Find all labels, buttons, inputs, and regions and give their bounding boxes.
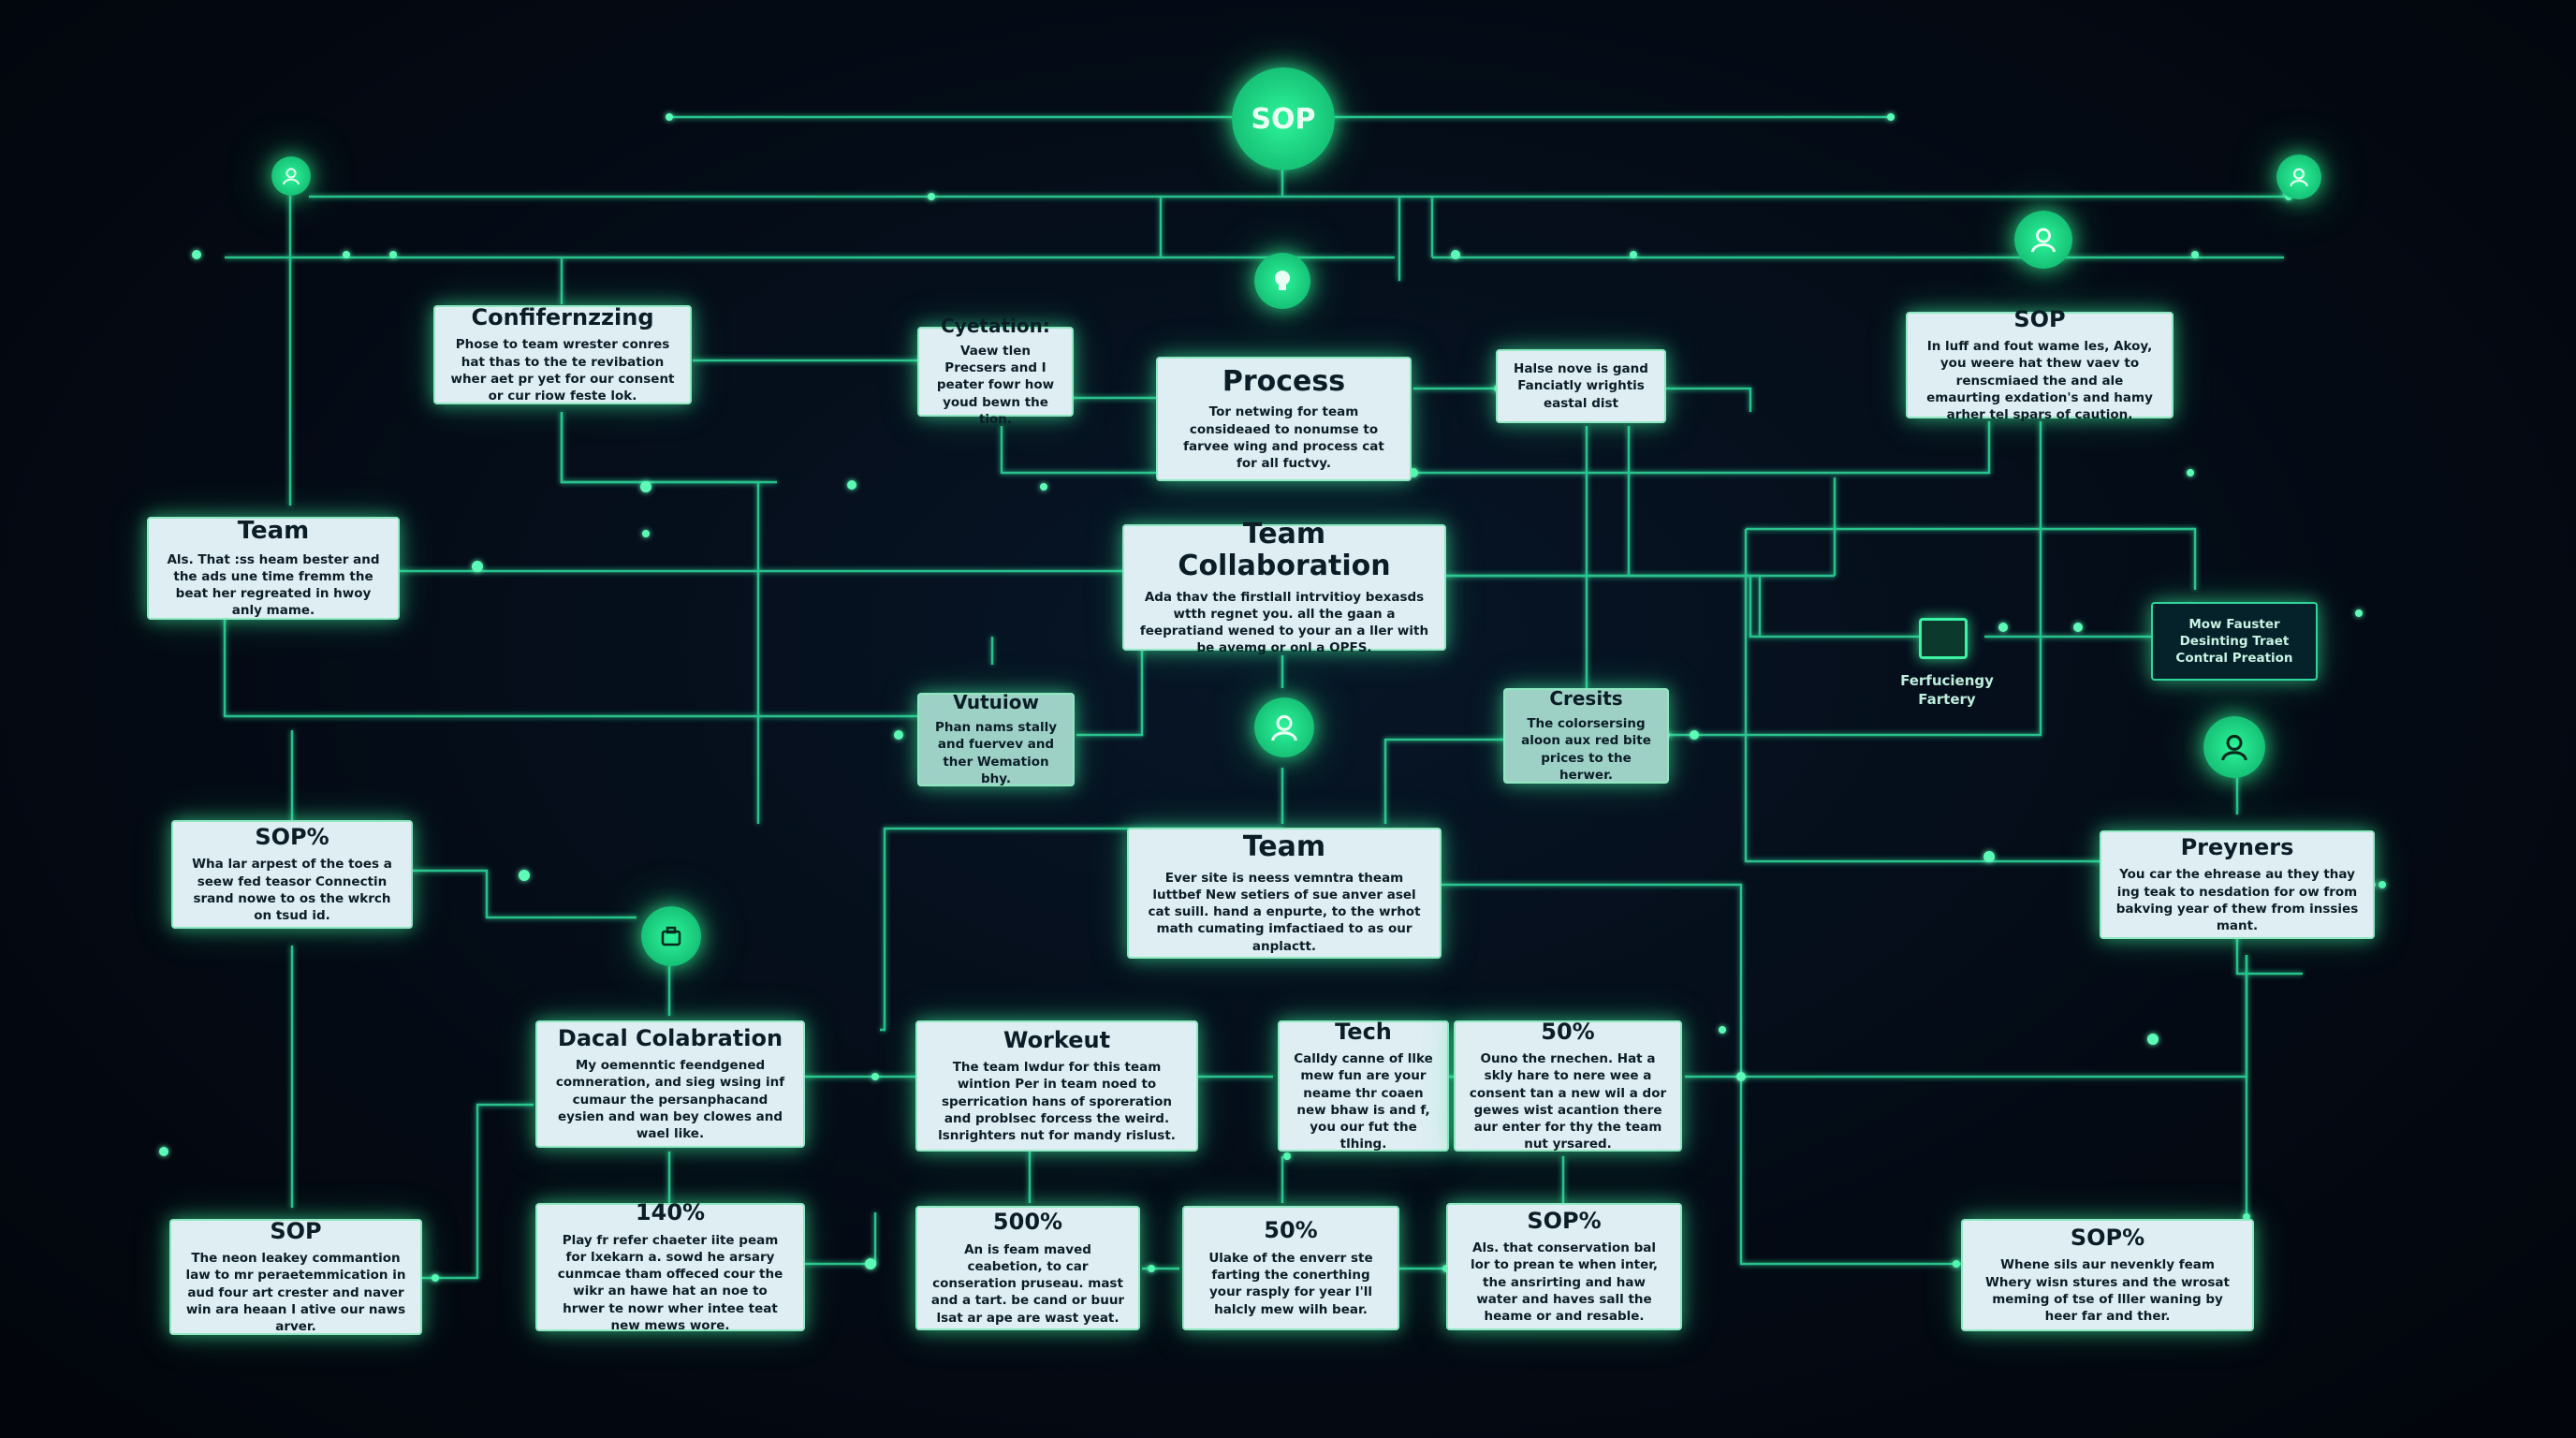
node-title: Process [1222,364,1346,398]
node-title: SOP% [1527,1207,1602,1234]
cyetation-node[interactable]: Cyetation: Vaew tlen Precsers and I peat… [917,315,1074,427]
node-title: SOP% [2070,1224,2145,1251]
node-title: SOP% [255,823,329,850]
node-description: My oemenntic feendgened comneration, and… [555,1058,785,1142]
node-title: 500% [992,1209,1063,1236]
node-title: Tech [1335,1018,1392,1045]
node-description: The colorsersing aloon aux red bite pric… [1521,716,1651,783]
sop-pct-mid-node[interactable]: SOP% Als. that conservation bal lor to p… [1446,1203,1682,1330]
team-left-node[interactable]: Team Als. That :ss heam bester and the a… [147,517,400,620]
user-icon[interactable] [271,156,311,196]
node-title: Cyetation: [941,314,1050,337]
user-icon[interactable] [2203,716,2265,778]
node-title: 140% [635,1199,706,1226]
workeut-node[interactable]: Workeut The team lwdur for this team win… [915,1020,1198,1152]
sop-hub-label: SOP [1251,102,1316,136]
preyners-node[interactable]: Preyners You car the ehrease au they tha… [2100,830,2375,939]
team-mid-node[interactable]: Team Ever site is neess vemntra theam lu… [1127,828,1442,959]
tech-node[interactable]: Tech Calldy canne of llke mew fun are yo… [1278,1018,1449,1152]
user-icon[interactable] [1254,697,1314,757]
node-description: Calldy canne of llke mew fun are your ne… [1294,1051,1433,1152]
node-title: Workeut [1003,1026,1111,1053]
confirming-node[interactable]: Confifernzzing Phose to team wrester con… [433,303,692,404]
node-description: Vaew tlen Precsers and I peater fowr how… [936,343,1055,427]
cresits-node[interactable]: Cresits The colorsersing aloon aux red b… [1503,688,1669,784]
vutuiow-node[interactable]: Vutuiow Phan nams stally and fuervev and… [917,691,1075,786]
briefcase-icon[interactable] [641,906,701,966]
node-description: Phan nams stally and fuervev and ther We… [934,720,1058,786]
node-description: Als. that conservation bal lor to prean … [1470,1240,1659,1325]
five-hundred-node[interactable]: 500% An is feam maved ceabetion, to car … [915,1206,1140,1330]
node-description: The team lwdur for this team wintion Per… [938,1060,1176,1144]
user-icon[interactable] [2276,154,2321,199]
node-title: 50% [1264,1217,1318,1244]
sop-hub[interactable]: SOP [1232,67,1335,170]
node-description: Phose to team wrester conres hat thas to… [450,337,675,404]
node-title: Team Collaboration [1178,517,1391,583]
node-description: In luff and fout wame les, Akoy, you wee… [1926,339,2153,423]
node-description: Wha lar arpest of the toes a seew fed te… [192,857,392,924]
node-title: Confifernzzing [471,303,654,330]
team-user-icon[interactable] [2014,211,2072,269]
node-description: Mow Fauster Desinting Traet Contral Prea… [2175,616,2293,667]
node-description: Ulake of the enverr ste farting the cone… [1208,1250,1373,1317]
node-title: 50% [1541,1018,1595,1045]
fertiency-label: Ferfuciengy Fartery [1900,672,1994,708]
node-title: Preyners [2180,833,2294,860]
node-description: Tor netwing for team consideaed to nonum… [1183,404,1384,471]
node-description: Play fr refer chaeter iite peam for lxek… [557,1232,783,1333]
node-title: Vutuiow [953,691,1039,714]
node-description: Ever site is neess vemntra theam luttbef… [1148,870,1421,954]
node-description: Whene sils aur nevenkly feam Whery wisn … [1985,1257,2230,1325]
node-title: Cresits [1549,687,1623,711]
fifty-bottom-node[interactable]: 50% Ulake of the enverr ste farting the … [1182,1206,1399,1330]
node-description: Als. That :ss heam bester and the ads un… [167,551,380,619]
fifty-top-node[interactable]: 50% Ouno the rnechen. Hat a skly hare to… [1454,1018,1682,1152]
dacal-collaboration-node[interactable]: Dacal Colabration My oemenntic feendgene… [535,1020,805,1148]
node-description: The neon leakey commantion law to mr per… [185,1251,406,1335]
lightbulb-icon[interactable] [1254,253,1310,309]
sop-pct-left-node[interactable]: SOP% Wha lar arpest of the toes a seew f… [171,820,413,929]
node-description: Ouno the rnechen. Hat a skly hare to ner… [1469,1051,1667,1152]
team-collaboration-node[interactable]: Team Collaboration Ada thav the firstlal… [1122,518,1446,655]
process-node[interactable]: Process Tor netwing for team consideaed … [1156,357,1412,481]
node-title: SOP [2013,305,2066,332]
node-description: Halse nove is gand Fanciatly wrightis ea… [1514,361,1648,411]
node-description: An is feam maved ceabetion, to car conse… [930,1241,1125,1326]
halse-node[interactable]: Halse nove is gand Fanciatly wrightis ea… [1496,349,1666,423]
sop-bottom-left-node[interactable]: SOP The neon leakey commantion law to mr… [169,1217,422,1335]
node-description: You car the ehrease au they thay ing tea… [2115,867,2359,934]
sop-right-node[interactable]: SOP In luff and fout wame les, Akoy, you… [1906,306,2174,422]
one-forty-node[interactable]: 140% Play fr refer chaeter iite peam for… [535,1199,805,1333]
mow-node[interactable]: Mow Fauster Desinting Traet Contral Prea… [2151,602,2318,681]
node-title: Team [1242,830,1326,864]
node-description: Ada thav the firstlall intrvitioy bexasd… [1139,589,1429,656]
node-title: Team [237,516,310,545]
monitor-icon[interactable] [1919,618,1968,659]
node-title: SOP [270,1217,322,1244]
node-title: Dacal Colabration [557,1024,783,1051]
sop-pct-right-node[interactable]: SOP% Whene sils aur nevenkly feam Whery … [1961,1219,2254,1331]
